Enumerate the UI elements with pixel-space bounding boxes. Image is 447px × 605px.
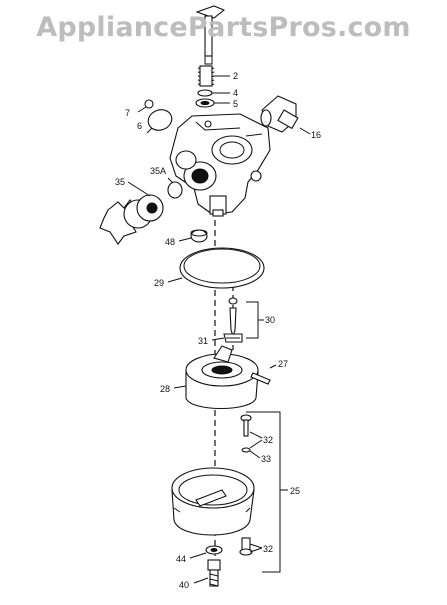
label-part-28: 28 bbox=[160, 384, 170, 394]
label-part-16: 16 bbox=[311, 130, 321, 140]
part-35a-plug bbox=[167, 177, 183, 199]
label-part-25: 25 bbox=[290, 486, 300, 496]
label-part-7: 7 bbox=[125, 108, 130, 118]
label-part-35a: 35A bbox=[150, 166, 166, 176]
carburetor-body bbox=[169, 113, 271, 217]
label-part-48: 48 bbox=[165, 237, 175, 247]
watermark-text: AppliancePartsPros.com bbox=[36, 12, 411, 43]
label-part-2: 2 bbox=[233, 71, 238, 81]
label-part-30: 30 bbox=[265, 315, 275, 325]
part-28-float bbox=[173, 345, 259, 410]
part-29-gasket-ring bbox=[167, 247, 265, 289]
label-part-31: 31 bbox=[198, 336, 208, 346]
label-part-32-lower: 32 bbox=[263, 544, 273, 554]
label-part-29: 29 bbox=[154, 278, 164, 288]
label-part-6: 6 bbox=[137, 121, 142, 131]
part-44-washer bbox=[189, 545, 223, 559]
part-48-cup bbox=[178, 229, 208, 243]
part-6-throttle-plate bbox=[146, 109, 173, 134]
label-part-32-upper: 32 bbox=[263, 435, 273, 445]
label-part-40: 40 bbox=[179, 580, 189, 590]
part-35-primer-assembly bbox=[99, 181, 164, 245]
part-33-washer bbox=[241, 439, 263, 459]
part-32-upper-screw bbox=[240, 414, 263, 439]
float-bowl bbox=[171, 467, 255, 536]
part-32-lower-fitting bbox=[239, 537, 263, 556]
label-part-33: 33 bbox=[261, 454, 271, 464]
part-4-washer bbox=[197, 89, 230, 97]
label-part-44: 44 bbox=[176, 554, 186, 564]
part-31-clip bbox=[211, 333, 243, 343]
part-7-screw bbox=[137, 99, 154, 113]
label-part-35: 35 bbox=[115, 177, 125, 187]
part-30-inlet-needle bbox=[228, 297, 264, 339]
label-part-5: 5 bbox=[233, 99, 238, 109]
label-part-4: 4 bbox=[233, 88, 238, 98]
part-25-bracket bbox=[246, 411, 288, 573]
part-27-pin bbox=[250, 364, 277, 385]
label-part-27: 27 bbox=[278, 359, 288, 369]
part-5-seal bbox=[195, 98, 230, 108]
part-16-fuel-inlet bbox=[260, 95, 311, 135]
part-2-spring bbox=[197, 65, 230, 87]
part-40-bowl-nut bbox=[193, 559, 221, 587]
throttle-shaft bbox=[195, 5, 226, 65]
